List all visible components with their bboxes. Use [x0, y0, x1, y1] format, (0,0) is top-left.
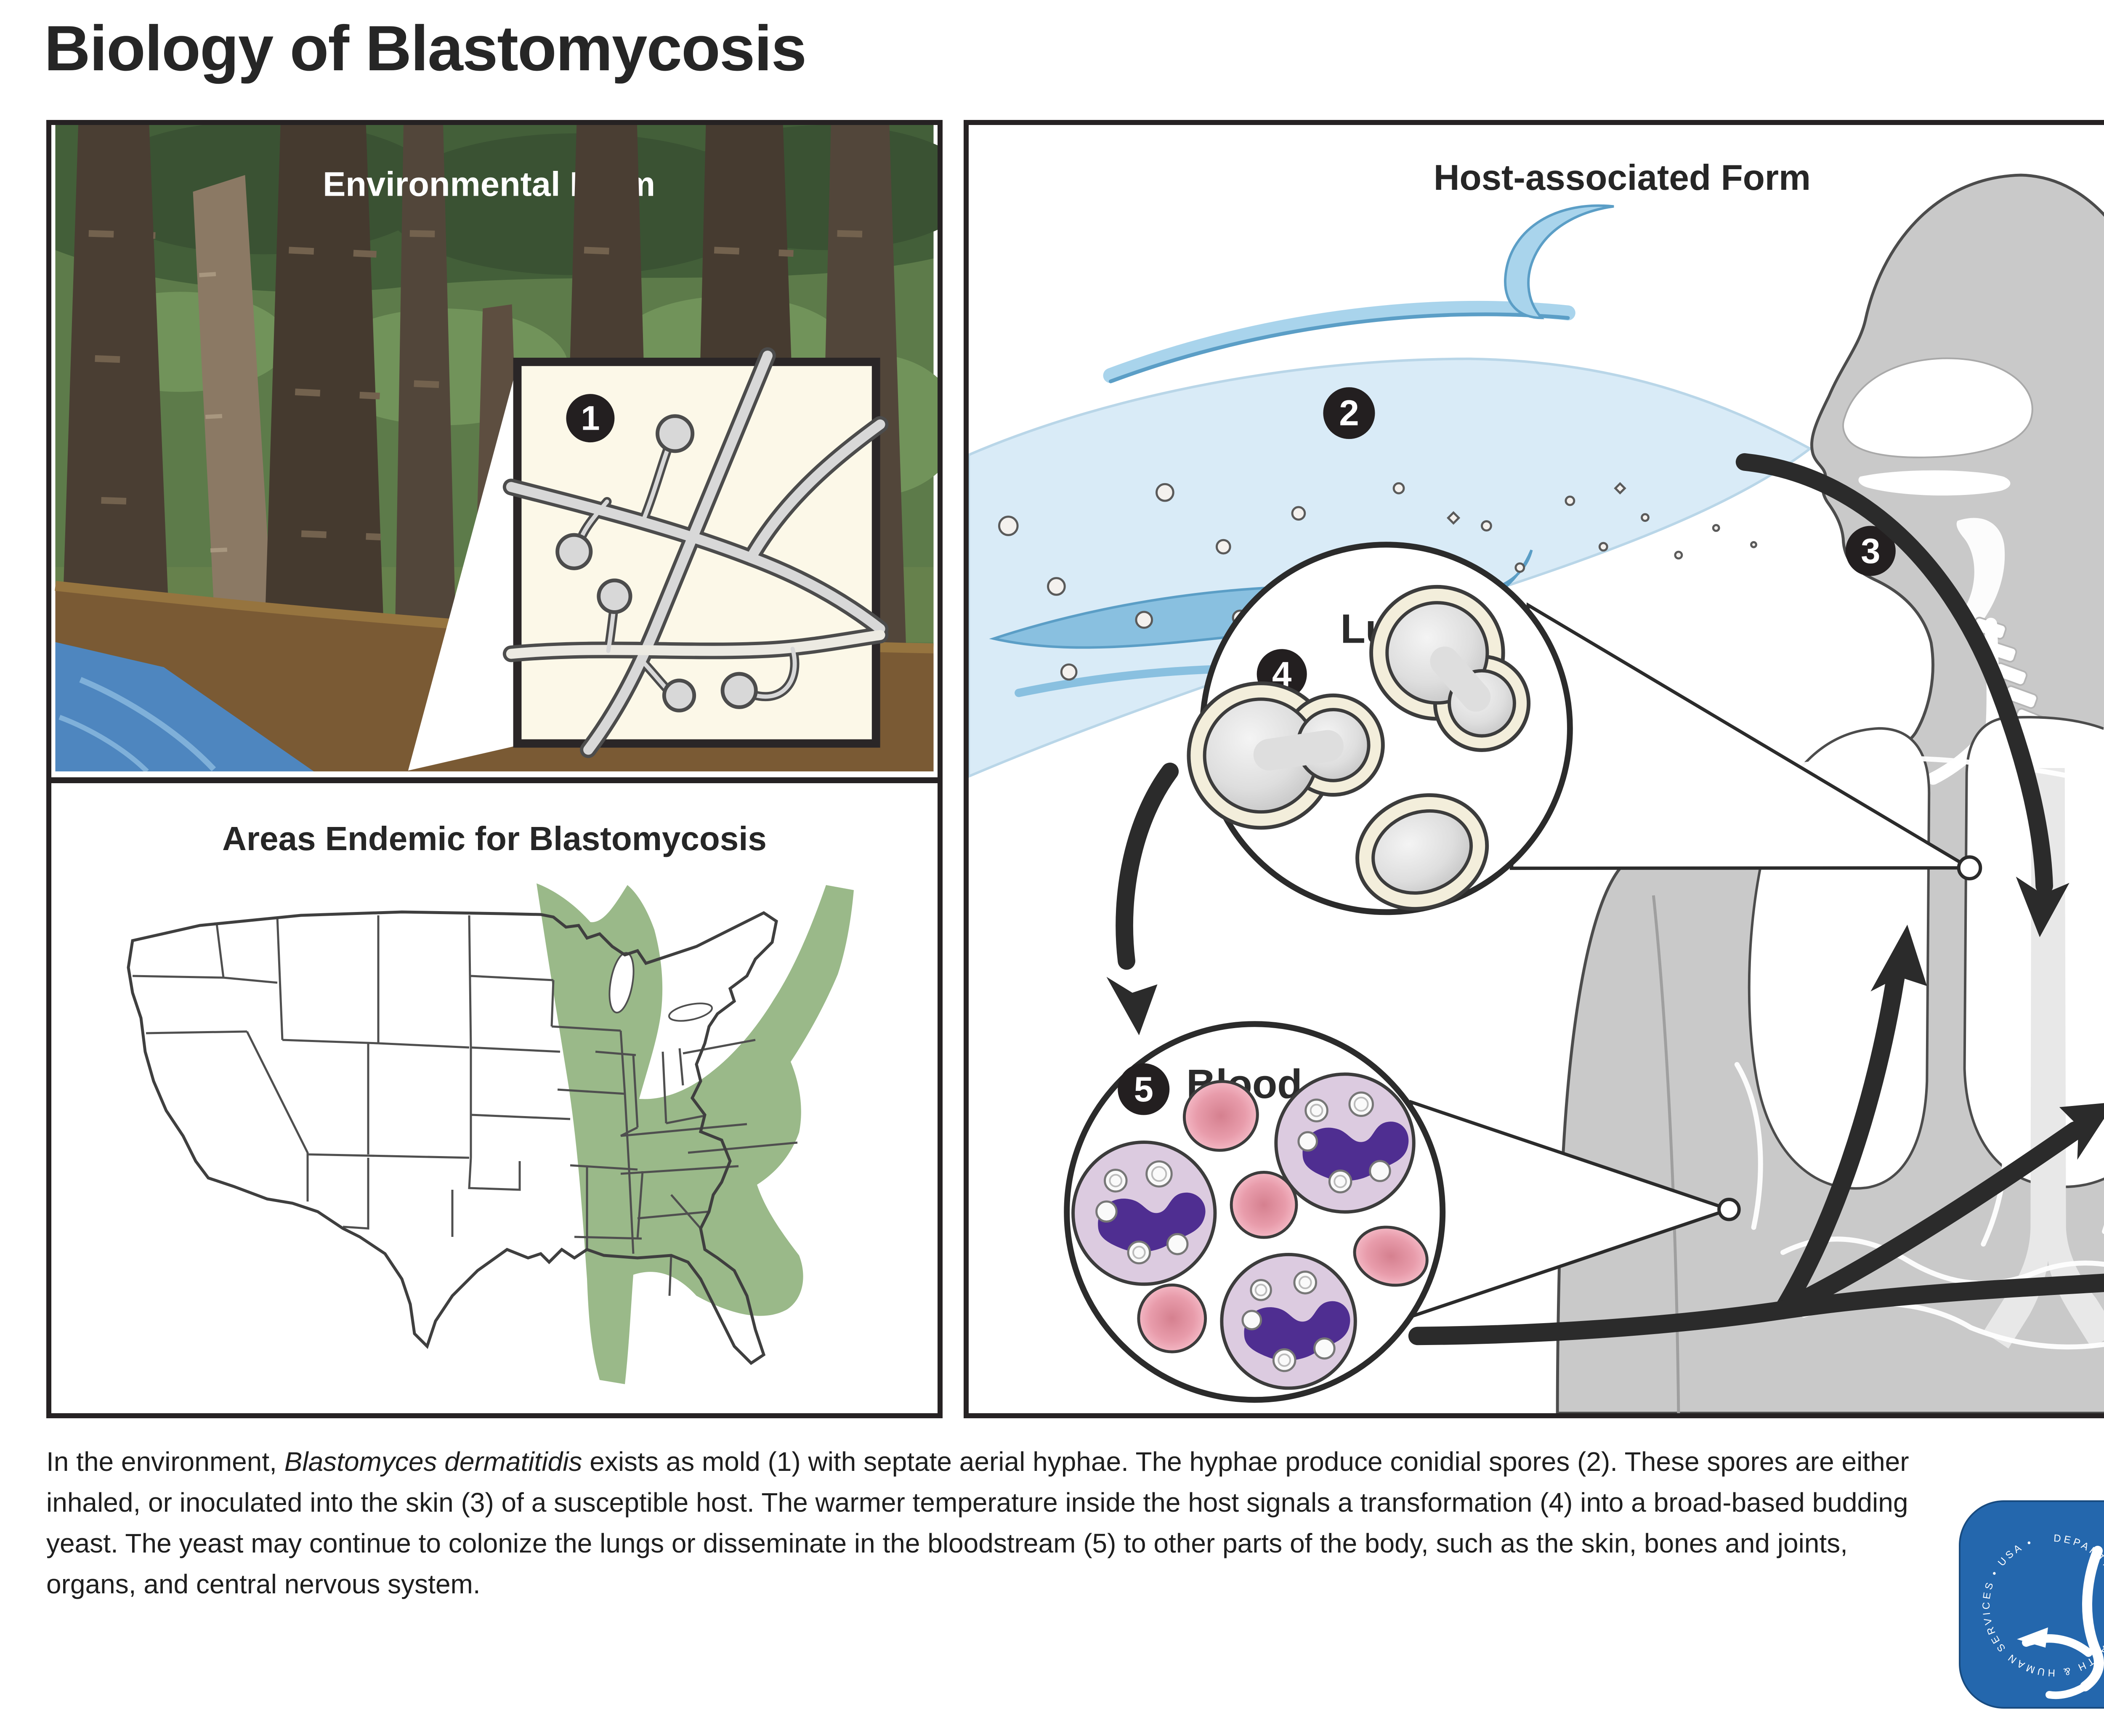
wind-curl	[1504, 204, 1614, 319]
caption-species: Blastomyces dermatitidis	[284, 1446, 582, 1477]
lung-detail-circle: Lung 4	[1187, 542, 1573, 915]
endemic-map-section: Areas Endemic for Blastomycosis	[51, 783, 938, 1413]
badge-5-number: 5	[1134, 1070, 1153, 1109]
badge-5	[1118, 1063, 1170, 1115]
budding-yeasts	[1187, 585, 1531, 911]
blood-callout-dot	[1717, 1198, 1741, 1221]
aorta	[1983, 768, 2104, 1349]
badge-1-number: 1	[581, 399, 600, 437]
map-title: Areas Endemic for Blastomycosis	[222, 820, 767, 857]
spread-arrows	[1408, 968, 2104, 1345]
lake-erie	[668, 1002, 713, 1022]
cdc-logo: DEPARTMENT OF HEALTH & HUMAN SERVICES • …	[1959, 1500, 2104, 1709]
pharynx	[1956, 518, 2005, 628]
caption-before: In the environment,	[46, 1446, 284, 1477]
lung-callout-dot	[1957, 855, 1982, 880]
caption-paragraph: In the environment, Blastomyces dermatit…	[46, 1441, 1910, 1605]
dissemination-arrow	[1106, 763, 1179, 1036]
badge-3	[1845, 526, 1896, 576]
caption-after: exists as mold (1) with septate aerial h…	[46, 1446, 1909, 1599]
conidia	[555, 414, 758, 712]
us-outline	[127, 910, 778, 1365]
host-scene: 2	[969, 158, 2104, 1413]
host-form-label: Host-associated Form	[1434, 158, 1811, 198]
cdc-logo-svg: DEPARTMENT OF HEALTH & HUMAN SERVICES • …	[1959, 1500, 2104, 1709]
palate	[1858, 470, 2011, 496]
mold-inset: 1	[502, 347, 889, 758]
neutrophils	[1071, 1072, 1416, 1390]
state-borders	[132, 915, 798, 1296]
phagocytosed-yeast	[1095, 1091, 1391, 1372]
badge-3-number: 3	[1861, 532, 1880, 571]
environmental-panel: Environmental Form	[46, 120, 943, 1418]
endemic-region	[537, 883, 854, 1384]
badge-2-number: 2	[1339, 393, 1359, 433]
page-title: Biology of Blastomycosis	[44, 13, 807, 84]
forest-illustration: Environmental Form	[51, 125, 938, 783]
nasal-cavity	[1842, 357, 2033, 458]
eagle-head	[2017, 1627, 2048, 1648]
blood-detail-circle: Blood 5	[1064, 1021, 1446, 1403]
forest-scene: Environmental Form	[55, 125, 938, 774]
badge-2	[1323, 387, 1375, 439]
inhalation-arrow	[1735, 453, 2069, 937]
red-blood-cells	[1137, 1080, 1429, 1353]
badge-1	[566, 394, 615, 443]
host-panel: 2	[964, 120, 2104, 1418]
river	[55, 642, 314, 771]
us-endemic-map	[127, 883, 854, 1384]
